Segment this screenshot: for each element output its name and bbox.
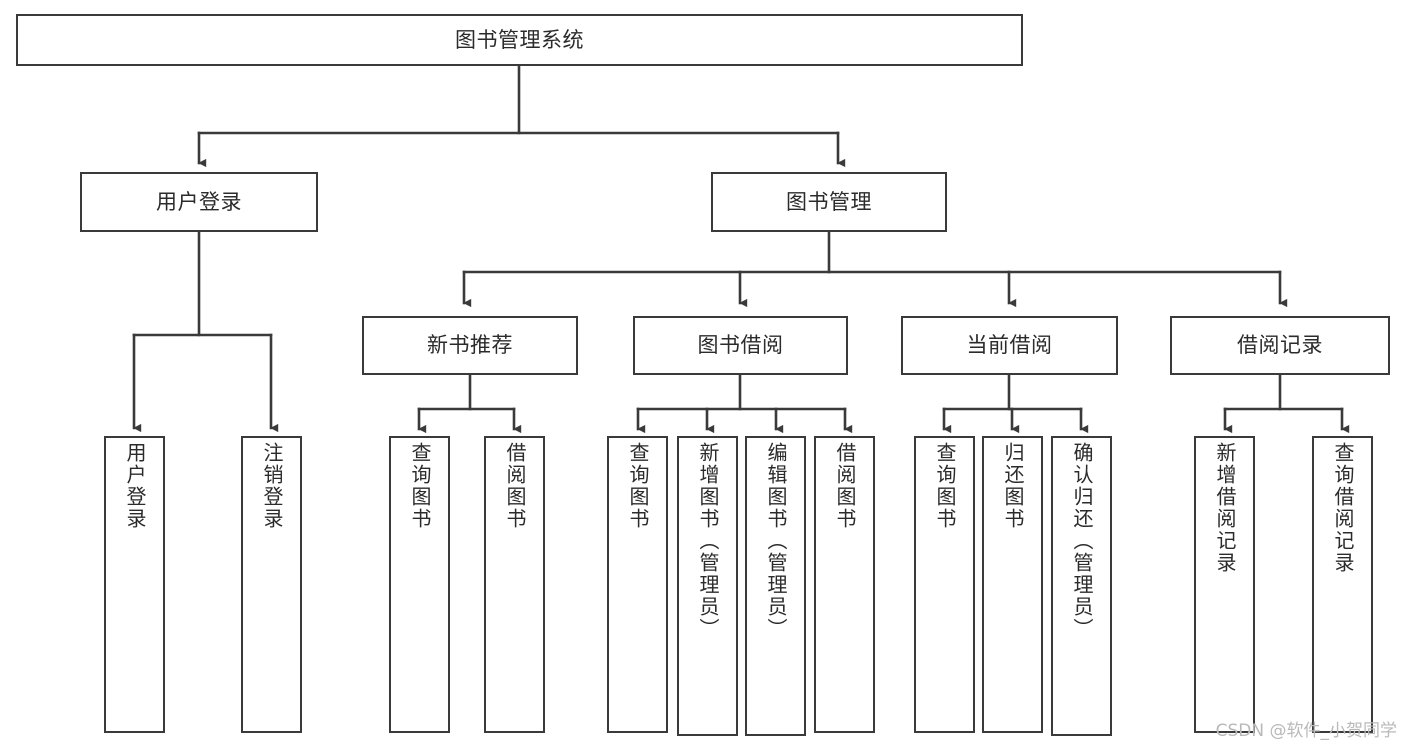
node-label: 用户登录 (156, 189, 242, 214)
node-label: 查询图书 (408, 442, 432, 530)
node-current-borrow[interactable]: 当前借阅 (901, 316, 1118, 375)
node-leaf-borrow-book[interactable]: 借阅图书 (814, 436, 875, 733)
node-label: 新书推荐 (427, 333, 513, 358)
node-new-book-recommend[interactable]: 新书推荐 (362, 316, 578, 375)
node-leaf-logout[interactable]: 注销登录 (241, 436, 302, 733)
node-leaf-edit-book-admin[interactable]: 编辑图书（管理员） (745, 436, 806, 736)
node-label: 注销登录 (260, 442, 284, 530)
node-label: 图书借阅 (697, 333, 784, 358)
node-leaf-add-borrow-record[interactable]: 新增借阅记录 (1194, 436, 1255, 733)
node-leaf-query-book-new[interactable]: 查询图书 (389, 436, 450, 733)
node-label: 图书管理 (786, 189, 872, 214)
node-leaf-query-borrow-record[interactable]: 查询借阅记录 (1312, 436, 1373, 733)
node-label: 确认归还（管理员） (1070, 442, 1094, 640)
node-label: 借阅图书 (833, 442, 857, 530)
node-label: 归还图书 (1001, 442, 1025, 530)
node-label: 查询图书 (626, 442, 650, 530)
node-leaf-confirm-return-admin[interactable]: 确认归还（管理员） (1051, 436, 1112, 736)
node-label: 查询图书 (933, 442, 957, 530)
node-root-book-management-system[interactable]: 图书管理系统 (16, 14, 1023, 66)
watermark-text: CSDN @软件_小贺同学 (1215, 721, 1397, 741)
node-leaf-user-login[interactable]: 用户登录 (104, 436, 165, 733)
node-label: 用户登录 (123, 442, 147, 530)
node-label: 新增借阅记录 (1213, 442, 1237, 574)
node-leaf-return-book[interactable]: 归还图书 (982, 436, 1043, 733)
node-label: 查询借阅记录 (1331, 442, 1355, 574)
node-borrow-record[interactable]: 借阅记录 (1170, 316, 1390, 375)
node-leaf-borrow-book-new[interactable]: 借阅图书 (484, 436, 545, 733)
node-label: 当前借阅 (966, 333, 1053, 358)
node-label: 图书管理系统 (455, 27, 584, 52)
node-leaf-query-book-borrow[interactable]: 查询图书 (607, 436, 668, 733)
node-user-login[interactable]: 用户登录 (80, 172, 318, 232)
node-leaf-query-book-current[interactable]: 查询图书 (914, 436, 975, 733)
node-leaf-add-book-admin[interactable]: 新增图书（管理员） (677, 436, 738, 736)
node-label: 借阅图书 (503, 442, 527, 530)
node-label: 借阅记录 (1237, 333, 1323, 358)
node-book-management[interactable]: 图书管理 (711, 172, 947, 232)
node-label: 编辑图书（管理员） (764, 442, 788, 640)
node-label: 新增图书（管理员） (696, 442, 720, 640)
node-book-borrow[interactable]: 图书借阅 (633, 316, 848, 375)
